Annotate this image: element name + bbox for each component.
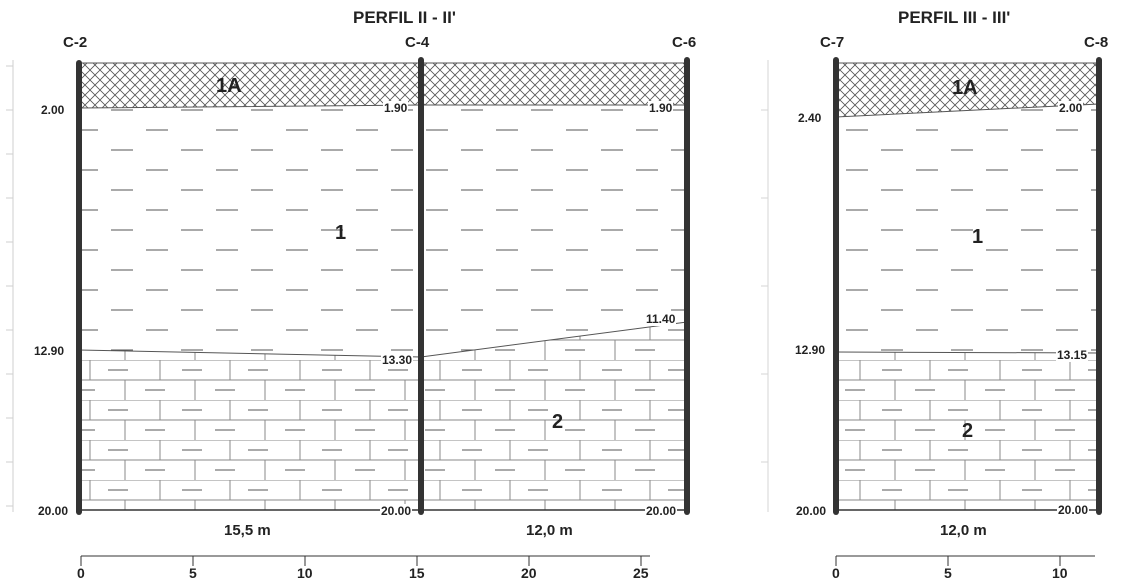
distance-c2-c4: 15,5 m (224, 522, 271, 539)
depth-c6-bottom: 20.00 (645, 504, 678, 518)
layer-label-2-profile-2: 2 (552, 411, 564, 433)
clay-layer-1-profile-2 (79, 105, 687, 357)
scale-tick-15: 15 (409, 565, 425, 581)
borehole-c2-label: C-2 (63, 34, 88, 51)
scale-tick-25: 25 (633, 565, 649, 581)
scale-bar-profile-2 (80, 555, 650, 566)
depth-c2-fill-base: 2.00 (40, 103, 66, 117)
depth-c8-bottom: 20.00 (1057, 503, 1090, 517)
clay-layer-1-profile-3 (836, 104, 1099, 353)
borehole-c7-label: C-7 (820, 34, 845, 51)
scale-tick-10: 10 (297, 565, 313, 581)
middle-ruler (761, 60, 769, 512)
layer-label-1-profile-3: 1 (972, 226, 984, 248)
scale-tick-20: 20 (521, 565, 537, 581)
scale-tick-10-profile-3: 10 (1052, 565, 1068, 581)
left-ruler (6, 60, 14, 512)
borehole-c4-label: C-4 (405, 34, 430, 51)
depth-c8-fill-base: 2.00 (1058, 101, 1084, 115)
layer-label-1a-profile-3: 1A (952, 77, 978, 99)
depth-c6-clay-base: 11.40 (645, 312, 677, 326)
layer-2-profile-2 (79, 322, 687, 510)
scale-tick-0-profile-3: 0 (832, 565, 840, 581)
boundary-1-2-profile-3 (835, 351, 1100, 354)
layer-label-1a-profile-2: 1A (216, 75, 242, 97)
borehole-c6-label: C-6 (672, 34, 697, 51)
scale-tick-5-profile-3: 5 (944, 565, 952, 581)
depth-c7-fill-base: 2.40 (797, 111, 823, 125)
depth-c7-clay-base: 12.90 (794, 343, 827, 357)
scale-tick-0: 0 (77, 565, 85, 581)
depth-c2-bottom: 20.00 (37, 504, 70, 518)
depth-c4-bottom: 20.00 (380, 504, 413, 518)
depth-c6-fill-base: 1.90 (648, 101, 674, 115)
borehole-c8-label: C-8 (1084, 34, 1109, 51)
depth-c2-clay-base: 12.90 (33, 344, 66, 358)
layer-2-profile-3 (836, 352, 1099, 510)
profile-3-title: PERFIL III - III' (898, 8, 1011, 27)
distance-c4-c6: 12,0 m (526, 522, 573, 539)
layer-label-1-profile-2: 1 (335, 222, 347, 244)
scale-bar-profile-3 (835, 555, 1095, 566)
depth-c4-fill-base: 1.90 (383, 101, 409, 115)
scale-tick-5: 5 (189, 565, 197, 581)
borehole-columns (76, 57, 1102, 515)
profile-2-title: PERFIL II - II' (353, 8, 456, 27)
depth-c8-clay-base: 13.15 (1056, 348, 1089, 362)
layer-label-2-profile-3: 2 (962, 420, 974, 442)
distance-c7-c8: 12,0 m (940, 522, 987, 539)
depth-c7-bottom: 20.00 (795, 504, 828, 518)
depth-c4-clay-base: 13.30 (381, 353, 414, 367)
